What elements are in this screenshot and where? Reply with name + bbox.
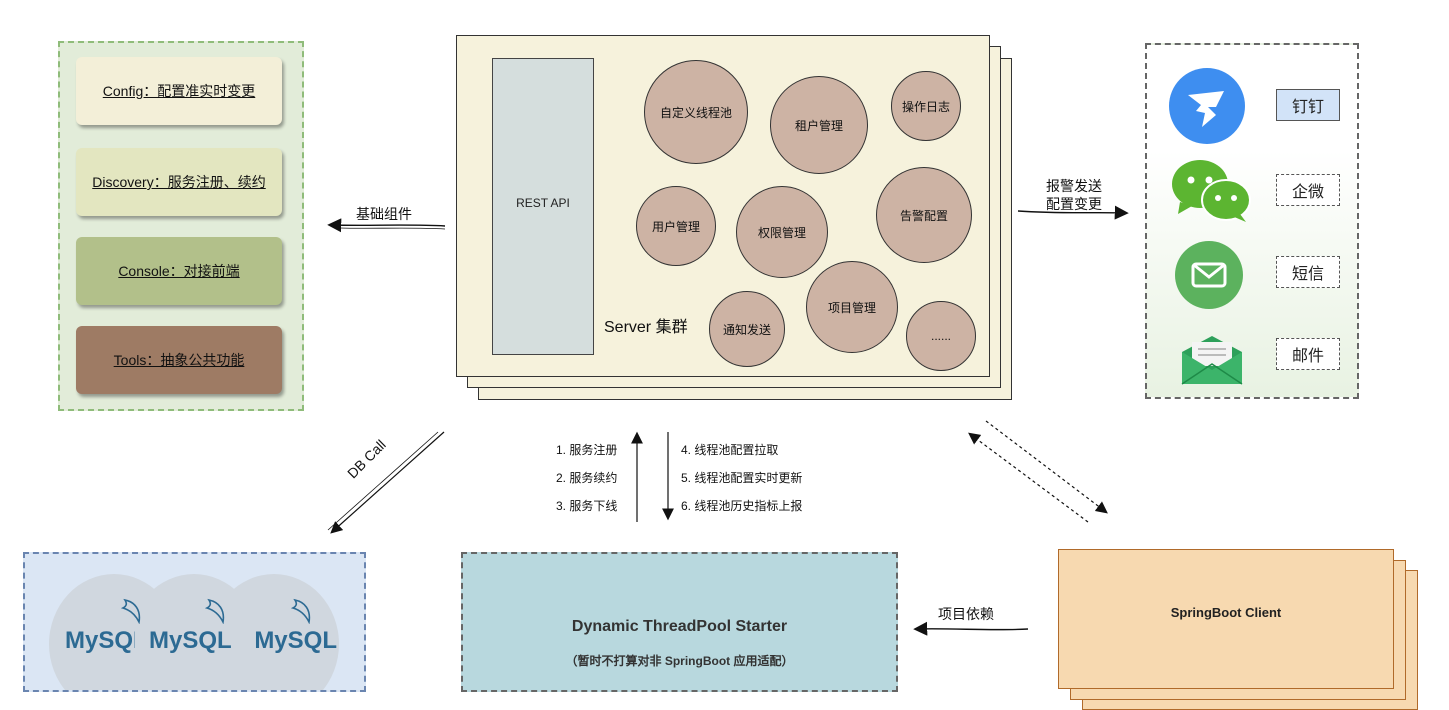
module-custom-threadpool: 自定义线程池 — [644, 60, 748, 164]
mail-icon — [1180, 334, 1244, 386]
starter-subtitle: （暂时不打算对非 SpringBoot 应用适配） — [565, 654, 794, 668]
discovery-component: Discovery：服务注册、续约 — [76, 148, 282, 216]
module-notification-send: 通知发送 — [709, 291, 785, 367]
module-tenant-management: 租户管理 — [770, 76, 868, 174]
base-components-label: 基础组件 — [356, 206, 412, 222]
module-permission-management: 权限管理 — [736, 186, 828, 278]
module-user-management: 用户管理 — [636, 186, 716, 266]
step-3-label: 3. 服务下线 — [556, 499, 618, 513]
connector-arrows — [327, 205, 1129, 636]
config-change-label: 配置变更 — [1046, 196, 1102, 212]
sms-icon — [1174, 240, 1244, 310]
dolphin-icon — [290, 598, 313, 625]
starter-title: Dynamic ThreadPool Starter — [571, 618, 788, 635]
channel-sms-label: 短信 — [1276, 256, 1340, 288]
module-project-management: 项目管理 — [806, 261, 898, 353]
step-5-label: 5. 线程池配置实时更新 — [681, 471, 803, 485]
mysql-disk-3 — [209, 574, 339, 690]
channel-mail-label: 邮件 — [1276, 338, 1340, 370]
threadpool-starter-box: Dynamic ThreadPool Starter （暂时不打算对非 Spri… — [461, 552, 898, 692]
mysql-logo-3: MySQL — [255, 627, 337, 654]
rest-api-box: REST API — [492, 58, 594, 355]
module-more: ...... — [906, 301, 976, 371]
dolphin-icon — [204, 598, 227, 625]
console-component: Console：对接前端 — [76, 237, 282, 305]
step-4-label: 4. 线程池配置拉取 — [681, 443, 779, 457]
channel-dingtalk-label: 钉钉 — [1276, 89, 1340, 121]
project-dependency-label: 项目依赖 — [938, 606, 994, 622]
tools-component: Tools：抽象公共功能 — [76, 326, 282, 394]
step-2-label: 2. 服务续约 — [556, 471, 618, 485]
module-operation-log: 操作日志 — [891, 71, 961, 141]
dingtalk-icon — [1168, 67, 1246, 145]
alarm-send-label: 报警发送 — [1046, 178, 1102, 194]
dolphin-icon — [120, 598, 143, 625]
mysql-panel: MySQL MySQL MySQL — [23, 552, 366, 692]
mysql-logo-2: MySQL — [149, 627, 232, 654]
step-6-label: 6. 线程池历史指标上报 — [681, 499, 803, 513]
wechat-icon — [1170, 158, 1254, 224]
module-alarm-config: 告警配置 — [876, 167, 972, 263]
server-cluster-label: Server 集群 — [604, 319, 688, 336]
step-1-label: 1. 服务注册 — [556, 443, 618, 457]
config-component: Config：配置准实时变更 — [76, 57, 282, 125]
channel-wecom-label: 企微 — [1276, 174, 1340, 206]
springboot-client-box: SpringBoot Client — [1058, 549, 1394, 689]
mysql-logo-1: MySQL — [65, 627, 135, 654]
